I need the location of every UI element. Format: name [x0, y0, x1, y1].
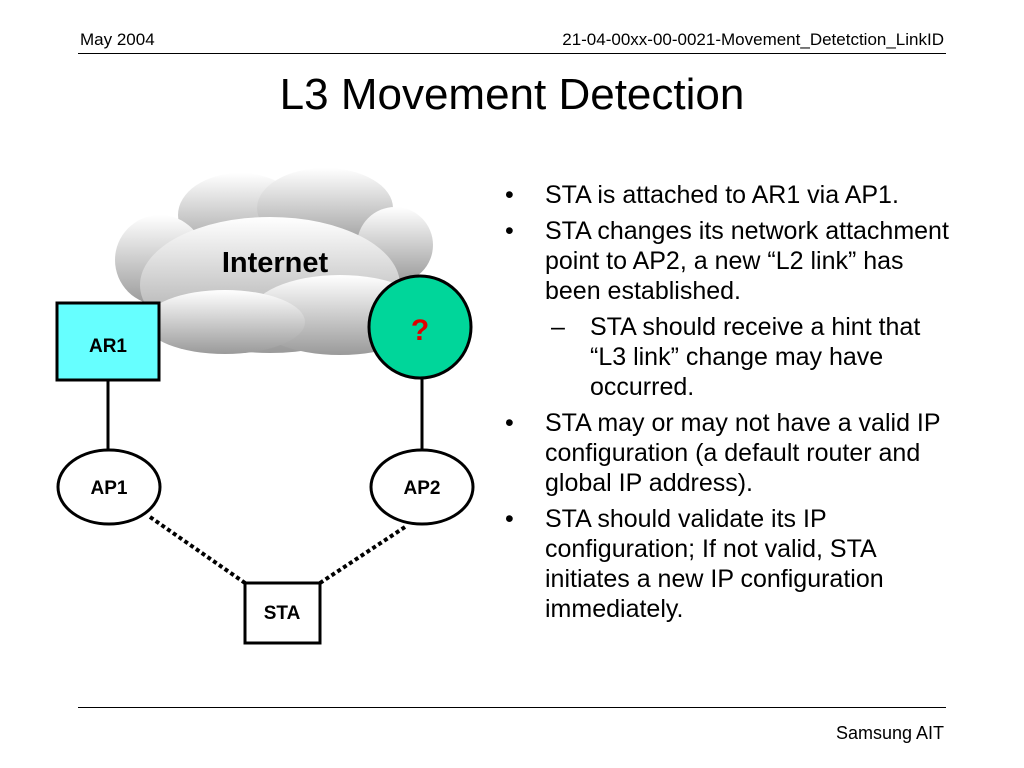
bullet-text: STA is attached to AR1 via AP1.	[545, 181, 899, 209]
footer-company: Samsung AIT	[835, 723, 944, 743]
ap2-node: AP2	[369, 448, 475, 526]
sub-bullet-item: – STA should receive a hint that “L3 lin…	[505, 312, 955, 402]
header-date: May 2004	[80, 30, 155, 49]
question-mark: ?	[411, 314, 429, 347]
bullet-marker: •	[505, 217, 514, 245]
bullet-item: • STA is attached to AR1 via AP1.	[505, 180, 955, 210]
dash-marker: –	[551, 313, 565, 341]
bullet-marker: •	[505, 181, 514, 209]
slide-title: L3 Movement Detection	[279, 70, 745, 119]
header-rule	[78, 53, 946, 54]
ar1-label: AR1	[89, 336, 127, 357]
cloud-label: Internet	[222, 247, 329, 279]
sta-label: STA	[264, 603, 301, 624]
bullet-item: • STA should validate its IP configurati…	[505, 504, 955, 624]
footer-rule	[78, 707, 946, 708]
bullet-marker: •	[505, 409, 514, 437]
ap1-node: AP1	[56, 448, 162, 526]
unknown-router: ?	[367, 274, 473, 380]
sta-box: STA	[243, 581, 322, 645]
sub-bullet-text: STA should receive a hint that “L3 link”…	[590, 313, 921, 401]
bullet-text: STA should validate its IP configuration…	[545, 505, 884, 623]
bullet-list: • STA is attached to AR1 via AP1. • STA …	[505, 180, 955, 630]
wireless-link-ap2-sta	[318, 525, 407, 585]
ap1-label: AP1	[91, 478, 128, 499]
bullet-item: • STA changes its network attachment poi…	[505, 216, 955, 306]
ap2-label: AP2	[404, 478, 441, 499]
bullet-text: STA changes its network attachment point…	[545, 217, 949, 305]
wireless-link-ap1-sta	[148, 515, 247, 585]
bullet-text: STA may or may not have a valid IP confi…	[545, 409, 941, 497]
bullet-marker: •	[505, 505, 514, 533]
header-doc-id: 21-04-00xx-00-0021-Movement_Detetction_L…	[562, 30, 944, 49]
ar1-box: AR1	[55, 301, 161, 382]
bullet-item: • STA may or may not have a valid IP con…	[505, 408, 955, 498]
